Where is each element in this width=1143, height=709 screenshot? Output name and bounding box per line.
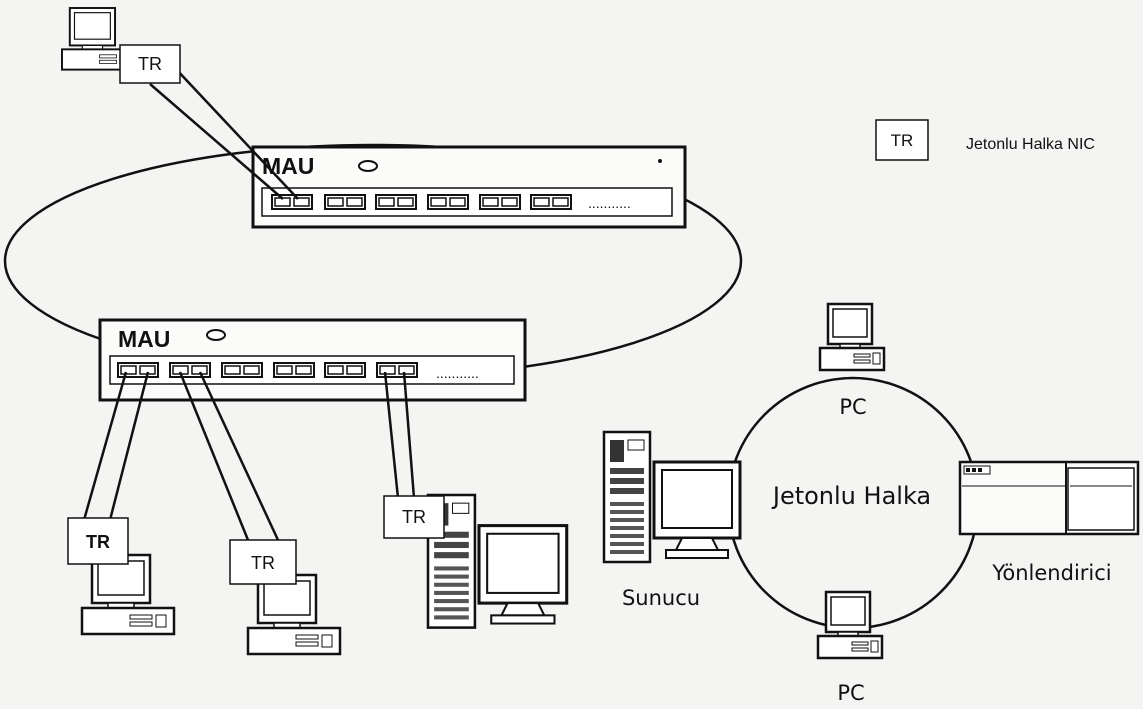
legend-box-text: TR — [891, 131, 914, 150]
mau-upper: MAU ........... — [253, 147, 685, 227]
ring-router — [960, 462, 1138, 534]
pc-bottom-1 — [82, 555, 174, 634]
nic-bottom-2: TR — [230, 540, 296, 584]
ring-router-label: Yönlendirici — [991, 561, 1111, 585]
mau-lower-led — [207, 330, 225, 340]
ring-server-label: Sunucu — [622, 586, 700, 610]
mau-lower-port-dots: ........... — [436, 365, 479, 381]
ring-pc-top — [820, 304, 884, 370]
ring-server — [604, 432, 740, 562]
legend-description: Jetonlu Halka NIC — [966, 136, 1095, 153]
mau-upper-label: MAU — [262, 153, 314, 179]
nic-bottom-1: TR — [68, 518, 128, 564]
mau-upper-led — [359, 161, 377, 171]
nic-bottom-2-label: TR — [251, 553, 275, 573]
mau-upper-port-dots: ........... — [588, 195, 631, 211]
mau-lower: MAU ........... — [100, 320, 525, 400]
nic-bottom-3-label: TR — [402, 507, 426, 527]
pc-bottom-2 — [248, 575, 340, 654]
ring-pc-bottom-label: PC — [837, 681, 864, 705]
legend: TR Jetonlu Halka NIC — [876, 120, 1095, 160]
server-bottom — [428, 495, 567, 628]
nic-top-left-label: TR — [138, 54, 162, 74]
ring-pc-bottom — [818, 592, 882, 658]
nic-top-left: TR — [120, 45, 180, 83]
nic-bottom-3: TR — [384, 496, 444, 538]
mau-lower-label: MAU — [118, 326, 170, 352]
nic-bottom-1-label: TR — [86, 532, 110, 552]
ring-pc-top-label: PC — [839, 395, 866, 419]
token-ring-label: Jetonlu Halka — [771, 482, 931, 510]
